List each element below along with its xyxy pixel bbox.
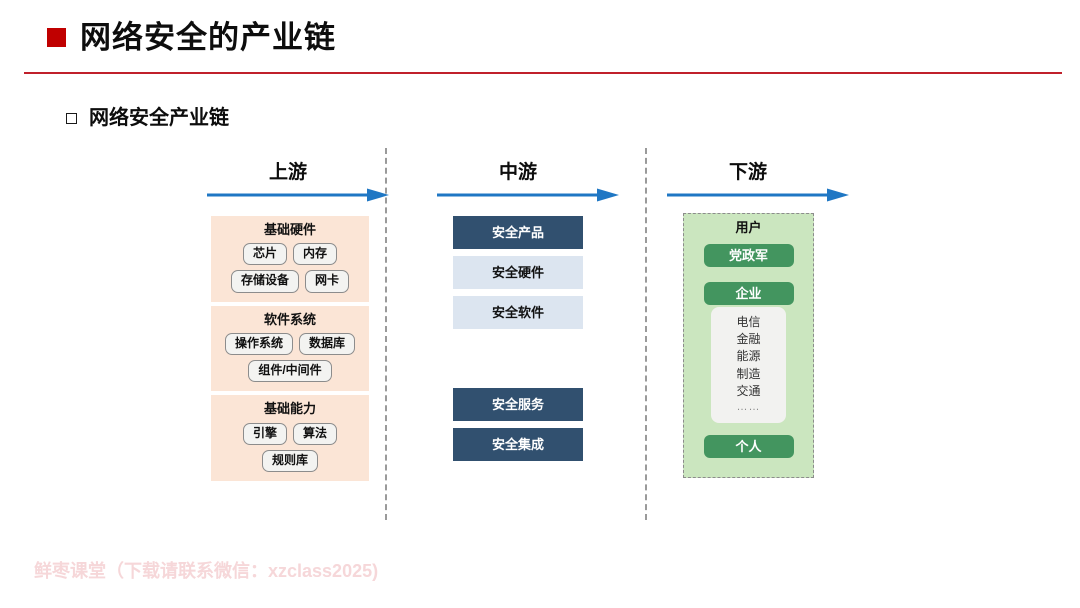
midstream-box-product[interactable]: 安全产品 (453, 216, 583, 249)
column-header-upstream: 上游 (268, 162, 308, 183)
list-item: 制造 (736, 366, 761, 381)
midstream-box-hardware[interactable]: 安全硬件 (453, 256, 583, 289)
midstream-box-integration[interactable]: 安全集成 (453, 428, 583, 461)
chip-item[interactable]: 芯片 (242, 243, 287, 266)
downstream-pill-government[interactable]: 党政军 (703, 244, 794, 267)
flow-arrow-icon-midstream (437, 188, 619, 202)
chip-row: 芯片 内存 (242, 243, 338, 266)
list-item-ellipsis: …… (736, 400, 761, 413)
chip-item[interactable]: 规则库 (261, 449, 318, 473)
downstream-title: 用户 (735, 220, 762, 235)
watermark-text: 鲜枣课堂（下载请联系微信：xzclass2025) (34, 561, 379, 581)
chip-row: 规则库 (261, 449, 318, 473)
group-title: 基础硬件 (263, 222, 316, 237)
group-title: 基础能力 (263, 401, 316, 417)
title-divider-rule (24, 72, 1062, 74)
chip-row: 操作系统 数据库 (224, 332, 356, 356)
title-text: 网络安全的产业链 (80, 20, 336, 55)
chip-item[interactable]: 算法 (293, 422, 338, 445)
subtitle-text: 网络安全产业链 (89, 107, 229, 129)
group-title: 软件系统 (263, 311, 316, 327)
column-header-midstream: 中游 (498, 162, 538, 183)
chip-row: 存储设备 网卡 (230, 270, 350, 293)
downstream-pill-individual[interactable]: 个人 (703, 434, 794, 458)
midstream-column: 安全产品 安全硬件 安全软件 安全服务 安全集成 (453, 216, 583, 468)
subtitle: 网络安全产业链 (66, 108, 229, 128)
chip-item[interactable]: 内存 (293, 243, 338, 266)
downstream-column: 用户 党政军 企业 电信 金融 能源 制造 交通 …… 个人 (683, 213, 814, 478)
upstream-column: 基础硬件 芯片 内存 存储设备 网卡 软件系统 操作系统 数据库 组件/中间件 … (211, 216, 369, 482)
chip-item[interactable]: 引擎 (242, 422, 287, 445)
list-item: 能源 (736, 349, 761, 364)
downstream-pill-enterprise[interactable]: 企业 (703, 282, 794, 305)
list-item: 电信 (736, 315, 761, 329)
flow-arrow-icon-downstream (667, 188, 849, 202)
midstream-box-service[interactable]: 安全服务 (453, 388, 583, 421)
chip-item[interactable]: 网卡 (305, 270, 350, 293)
chip-item[interactable]: 组件/中间件 (248, 360, 332, 383)
enterprise-sector-list: 电信 金融 能源 制造 交通 …… (711, 307, 786, 423)
midstream-box-software[interactable]: 安全软件 (453, 296, 583, 329)
page-title: 网络安全的产业链 (47, 22, 336, 53)
list-item: 金融 (736, 332, 761, 347)
chip-item[interactable]: 数据库 (299, 332, 356, 356)
upstream-group-hardware: 基础硬件 芯片 内存 存储设备 网卡 (211, 216, 369, 302)
chip-item[interactable]: 操作系统 (224, 332, 293, 356)
chip-row: 组件/中间件 (248, 360, 332, 383)
upstream-group-software: 软件系统 操作系统 数据库 组件/中间件 (211, 305, 369, 392)
upstream-group-capability: 基础能力 引擎 算法 规则库 (211, 395, 369, 482)
list-item: 交通 (736, 383, 761, 398)
flow-arrow-icon-upstream (207, 188, 389, 202)
title-bullet-icon (47, 28, 66, 47)
midstream-spacer (453, 336, 583, 388)
chip-row: 引擎 算法 (242, 422, 338, 445)
column-header-downstream: 下游 (728, 162, 768, 183)
column-divider-right (645, 148, 647, 520)
column-divider-left (385, 148, 387, 520)
chip-item[interactable]: 存储设备 (230, 270, 299, 293)
subtitle-bullet-icon (66, 112, 77, 124)
